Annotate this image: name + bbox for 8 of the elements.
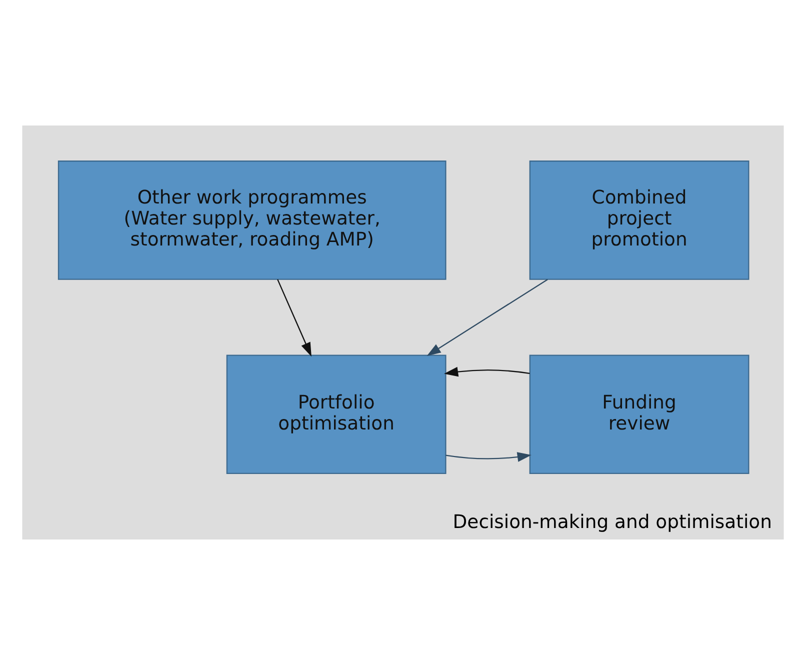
node-box: Funding review <box>529 354 750 474</box>
arrow <box>444 366 530 377</box>
arrow <box>277 279 312 357</box>
node-box: Portfolio optimisation <box>226 354 446 474</box>
arrow <box>426 278 548 356</box>
arrow <box>446 452 532 462</box>
node-box: Other work programmes (Water supply, wastewater, stormwater, roading AMP) <box>58 160 446 280</box>
node-box: Combined project promotion <box>529 160 750 280</box>
